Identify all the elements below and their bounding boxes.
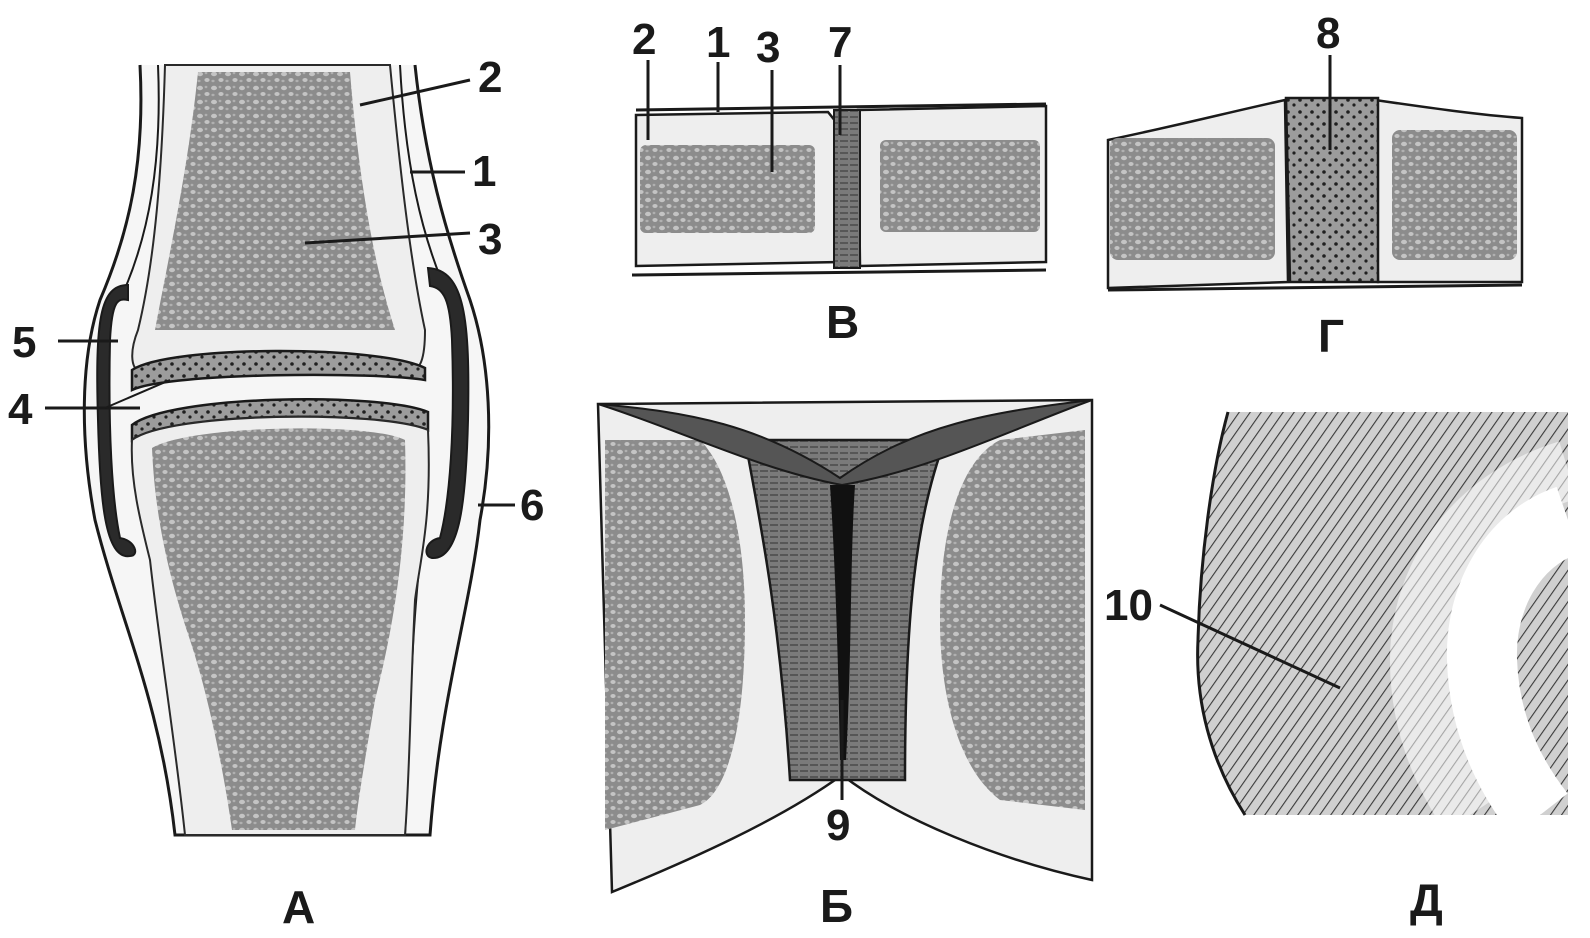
label-1-a: 1 (472, 147, 496, 196)
g-spongy-right (1392, 130, 1517, 260)
suture-spongy-right (880, 140, 1040, 232)
panel-g-cartilage-joint: 8 Г (1108, 9, 1522, 362)
label-8-g: 8 (1316, 9, 1340, 58)
g-cartilage (1286, 98, 1378, 282)
label-2-a: 2 (478, 53, 502, 102)
panel-label-v: В (826, 296, 859, 348)
label-1-v: 1 (706, 18, 730, 67)
panel-v-suture: 2 1 3 7 В (632, 15, 1046, 348)
suture-spongy-left (640, 145, 815, 233)
panel-b-symphysis: 9 Б (598, 400, 1092, 932)
b-spongy-left (605, 440, 745, 830)
label-5-a: 5 (12, 318, 36, 367)
label-2-v: 2 (632, 15, 656, 64)
label-10-d: 10 (1104, 581, 1153, 630)
panel-label-g: Г (1318, 310, 1344, 362)
panel-d-gomphosis: 10 Д (1104, 412, 1568, 926)
panel-a-joint: 2 1 3 5 4 6 А (8, 53, 544, 933)
label-7-v: 7 (828, 18, 852, 67)
label-3-v: 3 (756, 23, 780, 72)
label-4-a: 4 (8, 385, 33, 434)
panel-label-d: Д (1410, 874, 1443, 926)
label-3-a: 3 (478, 215, 502, 264)
panel-label-b: Б (820, 880, 853, 932)
label-9-b: 9 (826, 801, 850, 850)
label-6-a: 6 (520, 481, 544, 530)
panel-label-a: А (282, 881, 315, 933)
g-spongy-left (1110, 138, 1275, 260)
suture-bottom-line (632, 270, 1046, 275)
suture-gap (834, 110, 860, 268)
